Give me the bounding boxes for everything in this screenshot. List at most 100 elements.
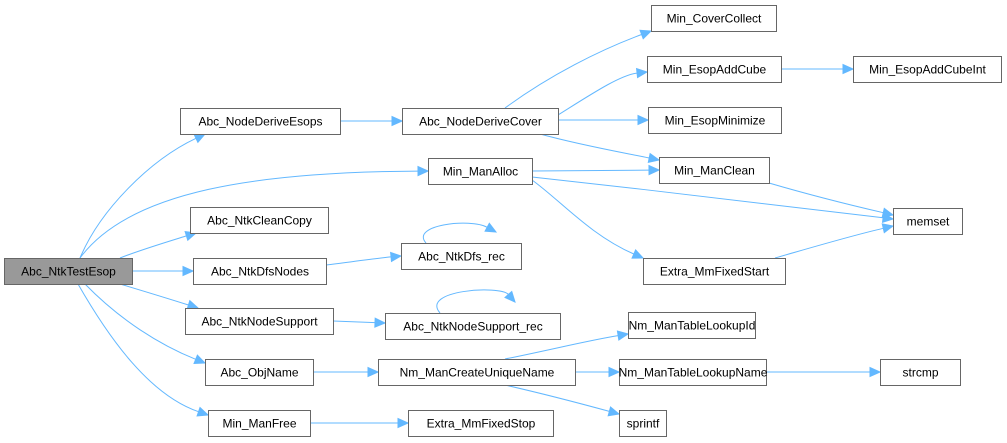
node-box bbox=[893, 208, 963, 235]
edge-line bbox=[77, 283, 199, 413]
edge-Nm_ManCreateUniqueName-to-Nm_ManTableLookupId bbox=[504, 330, 630, 360]
node-box bbox=[853, 56, 1002, 83]
arrowhead-icon bbox=[367, 366, 380, 378]
arrowhead-icon bbox=[182, 265, 195, 277]
edge-line bbox=[768, 182, 884, 214]
arrowhead-icon bbox=[647, 152, 661, 164]
node-box bbox=[4, 258, 133, 285]
edge-Min_EsopAddCube-to-Min_EsopAddCubeInt bbox=[781, 63, 855, 75]
node-sprintf[interactable]: sprintf bbox=[619, 410, 667, 437]
arrowhead-icon bbox=[374, 317, 387, 328]
node-box bbox=[647, 56, 782, 83]
edge-Abc_NtkTestEsop-to-Min_ManAlloc bbox=[79, 165, 430, 259]
node-label: sprintf bbox=[627, 417, 660, 431]
edge-Abc_NodeDeriveCover-to-Min_EsopMinimize bbox=[558, 114, 650, 126]
edge-Abc_NtkTestEsop-to-Abc_NtkCleanCopy bbox=[119, 231, 198, 259]
edge-line bbox=[504, 335, 619, 360]
edge-Abc_NtkTestEsop-to-Abc_NodeDeriveEsops bbox=[79, 133, 207, 259]
node-label: Nm_ManTableLookupName bbox=[619, 366, 768, 380]
node-box bbox=[378, 359, 576, 386]
node-box bbox=[193, 258, 327, 285]
arrowhead-icon bbox=[196, 406, 210, 417]
node-label: Extra_MmFixedStop bbox=[427, 417, 536, 431]
node-label: Min_EsopAddCube bbox=[663, 63, 767, 77]
node-box bbox=[643, 258, 786, 285]
node-label: Abc_NtkDfsNodes bbox=[211, 265, 309, 279]
edge-line bbox=[325, 256, 392, 266]
arrowhead-icon bbox=[616, 330, 630, 341]
edge-Abc_NtkDfsNodes-to-Abc_NtkDfs_rec bbox=[325, 251, 403, 266]
edge-line bbox=[119, 235, 187, 259]
edge-Min_ManFree-to-Extra_MmFixedStop bbox=[310, 417, 410, 429]
node-label: Min_EsopAddCubeInt bbox=[869, 63, 986, 77]
edge-line bbox=[79, 137, 197, 259]
arrowhead-icon bbox=[648, 164, 661, 176]
node-nm-mantablelookupname[interactable]: Nm_ManTableLookupName bbox=[619, 359, 768, 386]
node-label: Nm_ManTableLookupId bbox=[629, 319, 756, 333]
edge-line bbox=[436, 289, 509, 314]
node-abc-nodederiveesops[interactable]: Abc_NodeDeriveEsops bbox=[180, 108, 341, 135]
node-min-esopaddcubeint[interactable]: Min_EsopAddCubeInt bbox=[853, 56, 1002, 83]
node-label: Abc_NtkCleanCopy bbox=[207, 214, 312, 228]
node-box bbox=[619, 359, 767, 386]
node-nm-mantablelookupid[interactable]: Nm_ManTableLookupId bbox=[628, 312, 756, 339]
arrowhead-icon bbox=[193, 354, 207, 364]
node-box bbox=[428, 158, 533, 185]
node-abc-ntktestesop[interactable]: Abc_NtkTestEsop bbox=[4, 258, 133, 285]
node-abc-ntkdfsnodes[interactable]: Abc_NtkDfsNodes bbox=[193, 258, 327, 285]
node-box bbox=[401, 243, 522, 270]
node-min-manclean[interactable]: Min_ManClean bbox=[659, 157, 770, 184]
arrowhead-icon bbox=[397, 417, 410, 429]
arrowhead-icon bbox=[637, 114, 650, 126]
arrowhead-icon bbox=[391, 115, 404, 127]
edge-line bbox=[539, 133, 650, 159]
node-label: Abc_NtkDfs_rec bbox=[418, 250, 505, 264]
node-extra-mmfixedstart[interactable]: Extra_MmFixedStart bbox=[643, 258, 786, 285]
node-abc-nodederivecover[interactable]: Abc_NodeDeriveCover bbox=[402, 108, 559, 135]
node-min-covercollect[interactable]: Min_CoverCollect bbox=[651, 5, 777, 32]
node-extra-mmfixedstop[interactable]: Extra_MmFixedStop bbox=[408, 410, 554, 437]
node-min-esopaddcube[interactable]: Min_EsopAddCube bbox=[647, 56, 782, 83]
node-min-manalloc[interactable]: Min_ManAlloc bbox=[428, 158, 533, 185]
node-abc-ntkcleancopy[interactable]: Abc_NtkCleanCopy bbox=[190, 207, 329, 234]
node-box bbox=[651, 5, 777, 32]
edge-Min_ManClean-to-memset bbox=[768, 182, 895, 218]
edge-Abc_ObjName-to-Nm_ManCreateUniqueName bbox=[313, 366, 380, 378]
node-box bbox=[208, 410, 311, 437]
node-box bbox=[385, 313, 561, 340]
edge-line bbox=[531, 176, 884, 219]
edges-layer bbox=[77, 29, 895, 429]
arrowhead-icon bbox=[607, 406, 621, 417]
edge-line bbox=[119, 283, 189, 306]
node-memset[interactable]: memset bbox=[893, 208, 963, 235]
edge-Min_ManAlloc-to-Min_ManClean bbox=[531, 164, 661, 176]
arrowhead-icon bbox=[484, 222, 498, 233]
node-nm-mancreateuniquename[interactable]: Nm_ManCreateUniqueName bbox=[378, 359, 576, 386]
node-label: Min_ManAlloc bbox=[443, 165, 518, 179]
arrowhead-icon bbox=[417, 165, 430, 177]
node-min-manfree[interactable]: Min_ManFree bbox=[208, 410, 311, 437]
edge-line bbox=[504, 384, 610, 412]
edge-Abc_NodeDeriveCover-to-Min_EsopAddCube bbox=[557, 67, 649, 116]
edge-line bbox=[332, 320, 376, 324]
node-abc-ntknodesupport[interactable]: Abc_NtkNodeSupport bbox=[185, 308, 334, 335]
arrowhead-icon bbox=[608, 366, 621, 378]
node-abc-objname[interactable]: Abc_ObjName bbox=[205, 359, 314, 386]
edge-Abc_NtkDfs_rec-to-Abc_NtkDfs_rec bbox=[422, 222, 498, 244]
node-box bbox=[628, 312, 756, 339]
edge-Extra_MmFixedStart-to-memset bbox=[774, 223, 895, 259]
node-strcmp[interactable]: strcmp bbox=[880, 359, 961, 386]
arrowhead-icon bbox=[881, 207, 895, 218]
edge-Abc_NodeDeriveCover-to-Min_CoverCollect bbox=[504, 29, 653, 109]
node-abc-ntknodesupport-rec[interactable]: Abc_NtkNodeSupport_rec bbox=[385, 313, 561, 340]
edge-line bbox=[504, 34, 642, 109]
node-label: Min_EsopMinimize bbox=[665, 114, 766, 128]
node-min-esopminimize[interactable]: Min_EsopMinimize bbox=[648, 107, 782, 134]
node-abc-ntkdfs-rec[interactable]: Abc_NtkDfs_rec bbox=[401, 243, 522, 270]
node-box bbox=[659, 157, 770, 184]
node-label: Abc_NtkNodeSupport_rec bbox=[403, 320, 542, 334]
arrowhead-icon bbox=[193, 133, 207, 144]
node-box bbox=[648, 107, 782, 134]
edge-Abc_NtkTestEsop-to-Abc_NtkNodeSupport bbox=[119, 283, 200, 310]
